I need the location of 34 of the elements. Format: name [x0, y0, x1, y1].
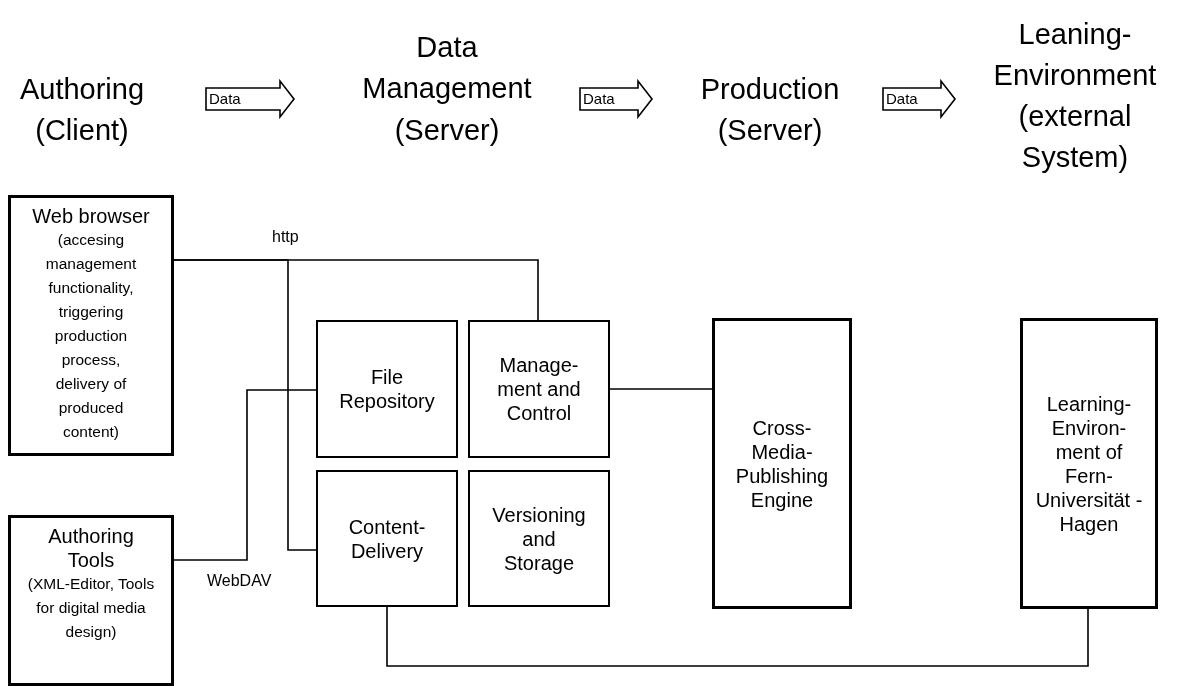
edge-label: Data: [209, 90, 241, 108]
edge-label: Data: [886, 90, 918, 108]
box-label: Authoring Tools: [47, 524, 135, 572]
block-arrow: [579, 78, 653, 120]
box-label: Manage- ment and Control: [496, 353, 582, 425]
component-box: [8, 195, 174, 456]
stage-heading: Data Management (Server): [361, 30, 533, 148]
component-box: [316, 320, 458, 458]
description-text: (accesing management functionality, triggering production process, delivery of produced content): [44, 230, 138, 443]
edge-label: Data: [583, 90, 615, 108]
component-box: [8, 515, 174, 686]
edge-label: WebDAV: [207, 572, 272, 590]
description-text: (XML-Editor, Tools for digital media design): [27, 574, 155, 643]
box-label: Content- Delivery: [347, 514, 427, 563]
edge-label: http: [272, 228, 299, 246]
component-box: [468, 470, 610, 607]
stage-heading: Authoring (Client): [18, 71, 146, 148]
stage-heading: Production (Server): [699, 71, 841, 148]
component-box: [468, 320, 610, 458]
box-label: Learning- Environ- ment of Fern- Universität -Hagen: [1034, 391, 1144, 536]
box-label: File Repository: [338, 365, 436, 413]
component-box: [1020, 318, 1158, 609]
connector-line: [609, 388, 713, 390]
box-label: Cross- Media- Publishing Engine: [734, 415, 830, 512]
block-arrow: [882, 78, 956, 120]
block-arrow: [205, 78, 295, 120]
box-label: Versioning and Storage: [491, 502, 587, 575]
box-label: Web browser: [32, 204, 150, 228]
connector-line: [173, 259, 317, 551]
connector-line: [386, 606, 1089, 667]
component-box: [316, 470, 458, 607]
connector-line: [173, 389, 317, 561]
stage-heading: Leaning-Environment (external System): [992, 16, 1158, 176]
component-box: [712, 318, 852, 609]
